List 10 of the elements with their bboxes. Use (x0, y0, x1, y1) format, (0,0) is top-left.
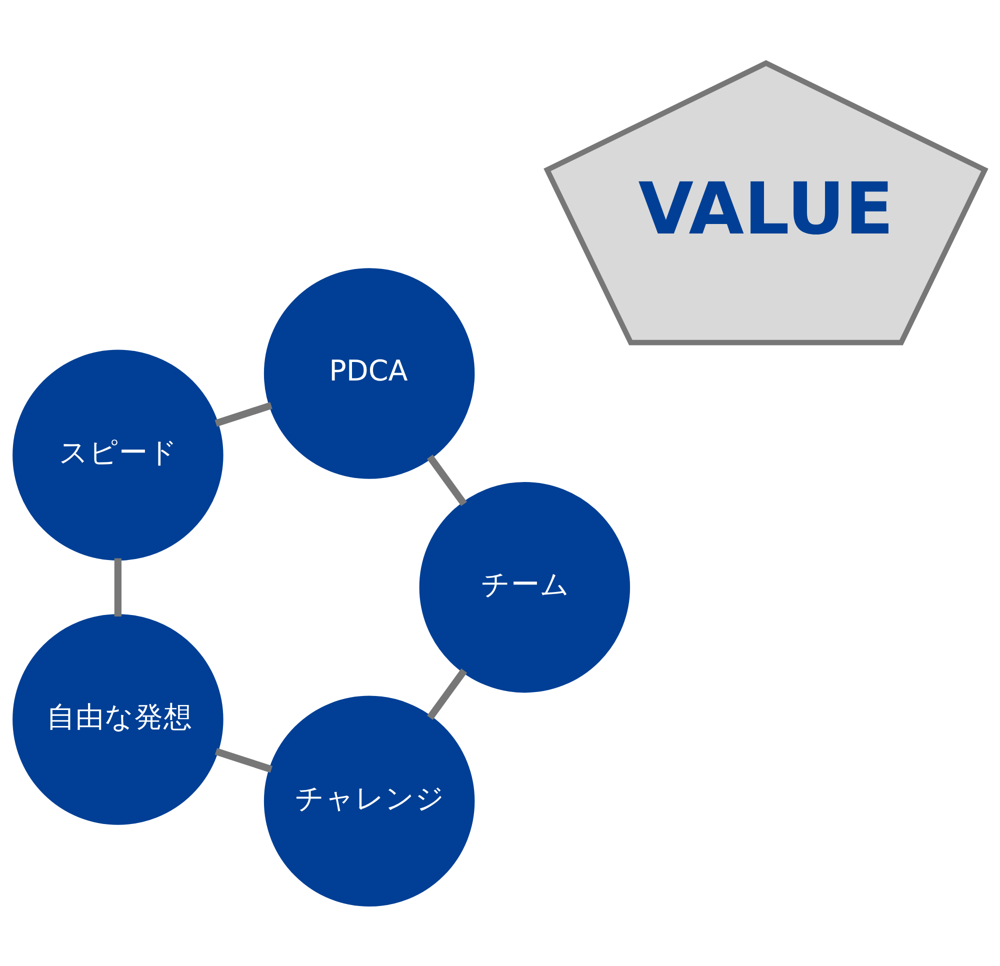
connector (214, 747, 272, 772)
node-circle: チーム (419, 481, 630, 692)
connector (214, 401, 272, 426)
node-circle: スピード (12, 349, 224, 560)
node-circle: 自由な発想 (12, 614, 224, 824)
connector (426, 454, 467, 506)
node-circle: PDCA (264, 268, 475, 478)
connector (114, 558, 122, 616)
node-circle: チャレンジ (264, 695, 475, 906)
connector (427, 668, 468, 720)
